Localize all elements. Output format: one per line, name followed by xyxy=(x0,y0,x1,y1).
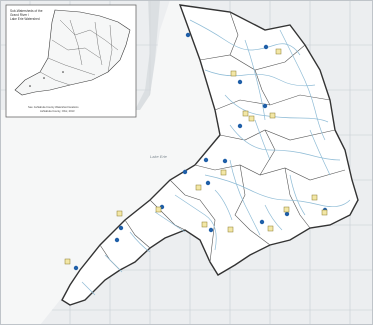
stream-network xyxy=(81,19,351,296)
station-dot-icon[interactable] xyxy=(284,211,290,217)
station-dot-icon[interactable] xyxy=(222,158,228,164)
inset-note-line1: See: Ashtabula County Watershed location… xyxy=(28,105,79,109)
sample-site-icon[interactable] xyxy=(230,70,237,77)
inset-sample-points xyxy=(29,71,64,87)
lake-shore-shadow xyxy=(135,0,160,110)
inset-map: Sub-Watersheds of the Grand River / Lake… xyxy=(5,4,137,118)
station-dot-icon[interactable] xyxy=(205,180,211,186)
sample-site-icon[interactable] xyxy=(195,184,202,191)
station-dot-icon[interactable] xyxy=(263,44,269,50)
station-dot-icon[interactable] xyxy=(237,123,243,129)
station-dot-icon[interactable] xyxy=(185,32,191,38)
station-dot-icon[interactable] xyxy=(118,225,124,231)
sample-site-icon[interactable] xyxy=(116,210,123,217)
inset-title-line3: Lake Erie Watershed xyxy=(10,17,40,21)
sample-site-icon[interactable] xyxy=(311,194,318,201)
station-dot-icon[interactable] xyxy=(237,79,243,85)
station-dot-icon[interactable] xyxy=(262,103,268,109)
sample-site-icon[interactable] xyxy=(283,206,290,213)
station-dot-icon[interactable] xyxy=(73,265,79,271)
inset-title-line2: Grand River / xyxy=(10,13,29,17)
sample-site-icon[interactable] xyxy=(248,115,255,122)
station-dot-icon[interactable] xyxy=(182,169,188,175)
inset-watershed-outline xyxy=(14,9,131,96)
sample-site-icon[interactable] xyxy=(227,226,234,233)
sample-site-icon[interactable] xyxy=(275,48,282,55)
inset-note-line2: Ashtabula County, Ohio; 2013 xyxy=(40,109,75,113)
sample-site-icon[interactable] xyxy=(269,112,276,119)
inset-subwatershed-lines xyxy=(39,19,119,86)
sample-site-icon[interactable] xyxy=(64,258,71,265)
station-markers xyxy=(73,32,328,271)
watershed-area xyxy=(61,4,359,306)
sample-site-icon[interactable] xyxy=(201,221,208,228)
station-dot-icon[interactable] xyxy=(259,219,265,225)
sample-site-icon[interactable] xyxy=(220,169,227,176)
sample-site-icon[interactable] xyxy=(321,209,328,216)
lake-label: Lake Erie xyxy=(150,154,168,159)
sample-site-icon[interactable] xyxy=(242,110,249,117)
station-dot-icon[interactable] xyxy=(208,227,214,233)
lake-area xyxy=(0,0,220,325)
inset-title-line1: Sub-Watersheds of the xyxy=(10,9,43,13)
sample-site-icon[interactable] xyxy=(155,206,162,213)
station-dot-icon[interactable] xyxy=(114,237,120,243)
sample-site-icon[interactable] xyxy=(267,225,274,232)
sample-site-markers xyxy=(64,48,328,265)
station-dot-icon[interactable] xyxy=(203,157,209,163)
